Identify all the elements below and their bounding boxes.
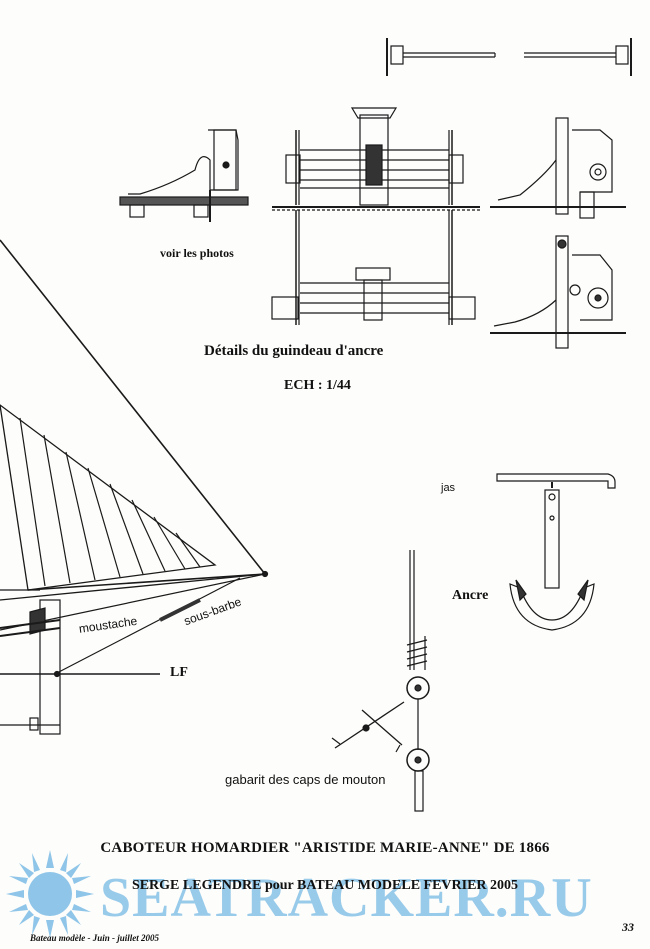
top-part-right: [524, 38, 632, 76]
jib-sail: [0, 239, 269, 601]
label-gabarit: gabarit des caps de mouton: [225, 772, 386, 787]
windlass-front-view-top: [272, 107, 480, 211]
sun-logo-icon: [6, 850, 94, 938]
footer-publication: Bateau modèle - Juin - juillet 2005: [30, 933, 160, 943]
page-number: 33: [622, 920, 634, 934]
label-voir-photos: voir les photos: [160, 246, 234, 260]
label-scale: ECH : 1/44: [284, 378, 351, 393]
label-jas: jas: [441, 482, 456, 494]
label-ancre: Ancre: [452, 588, 489, 603]
windlass-front-view-bottom: [271, 210, 476, 325]
windlass-side-view-right-lower: [490, 235, 626, 349]
label-lf: LF: [170, 665, 188, 680]
watermark: SEATRACKER.RU: [100, 867, 593, 929]
bowsprit-rigging: [0, 573, 266, 735]
label-details-guindeau: Détails du guindeau d'ancre: [204, 343, 384, 359]
windlass-side-view-right: [490, 117, 626, 219]
windlass-side-view-left: [119, 129, 249, 222]
page-title: CABOTEUR HOMARDIER "ARISTIDE MARIE-ANNE"…: [100, 840, 550, 856]
deadeye-rigging: [406, 550, 430, 812]
top-part-left: [386, 38, 496, 76]
anchor-drawing: [496, 473, 616, 631]
page-subtitle: SERGE LEGENDRE pour BATEAU MODELE FEVRIE…: [131, 878, 519, 893]
deadeye-template: [331, 701, 405, 753]
